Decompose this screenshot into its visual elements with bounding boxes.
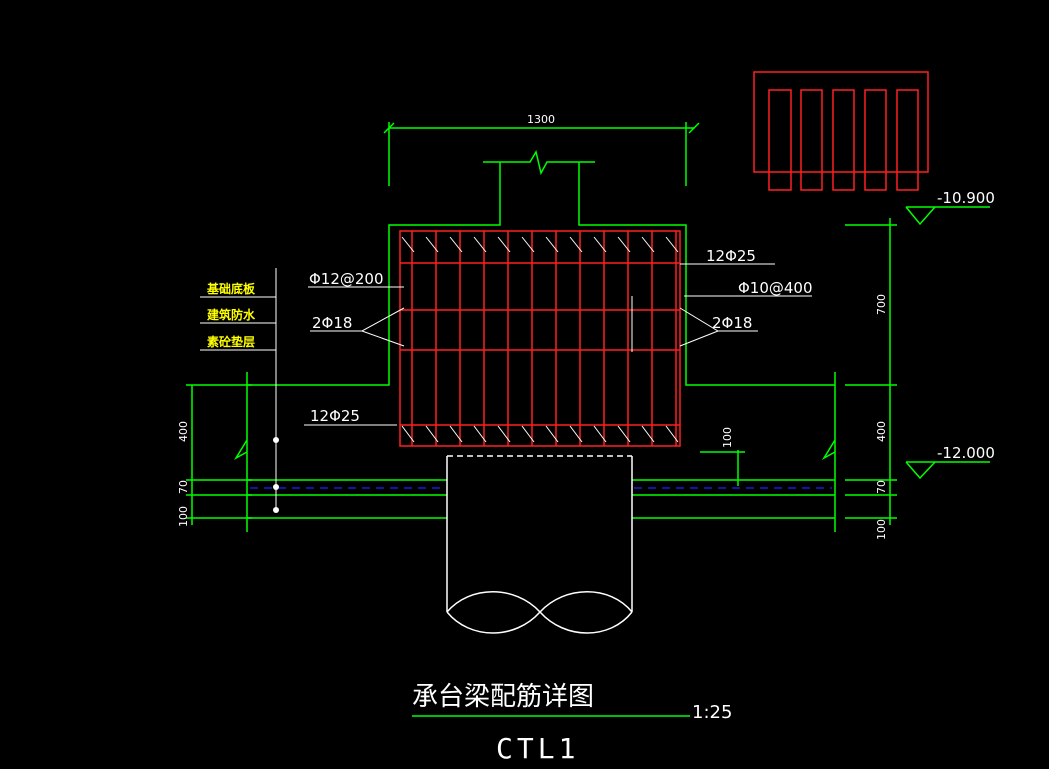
- drawing-code: CTL1: [496, 732, 579, 765]
- hook-tick: [617, 236, 631, 253]
- hook-tick: [593, 425, 607, 443]
- stirrup-hooks: [401, 236, 679, 443]
- hook-tick: [449, 236, 463, 253]
- hook-tick: [425, 236, 439, 253]
- dim-70-right: 70: [875, 480, 888, 494]
- hook-tick: [425, 425, 439, 443]
- drawing-scale: 1:25: [692, 702, 732, 723]
- hook-tick: [545, 236, 559, 253]
- layer-1-label: 基础底板: [206, 281, 256, 296]
- hook-tick: [521, 236, 535, 253]
- hook-tick: [545, 425, 559, 443]
- hook-tick: [497, 425, 511, 443]
- elevation-bottom: -12.000: [937, 444, 995, 462]
- hook-tick: [449, 425, 463, 443]
- hook-tick: [401, 236, 415, 253]
- side-bars-left-label: 2Φ18: [312, 314, 352, 332]
- dim-70-left: 70: [177, 480, 190, 494]
- hook-tick: [641, 236, 655, 253]
- hook-tick: [497, 236, 511, 253]
- dim-100-right: 100: [875, 519, 888, 540]
- width-dimension: 1300: [527, 113, 555, 126]
- dim-400-right: 400: [875, 421, 888, 442]
- hook-tick: [569, 236, 583, 253]
- section-view: [753, 71, 929, 191]
- elevation-top: -10.900: [937, 189, 995, 207]
- hook-tick: [521, 425, 535, 443]
- layer-leader-dots: [273, 437, 279, 513]
- dim-100-left: 100: [177, 506, 190, 527]
- layer-2-label: 建筑防水: [206, 307, 256, 322]
- dim-700: 700: [875, 294, 888, 315]
- stirrups-label: Φ12@200: [309, 270, 384, 288]
- tie-bars-label: Φ10@400: [738, 279, 813, 297]
- dim-pile-embed: 100: [721, 427, 734, 448]
- hook-tick: [473, 236, 487, 253]
- drawing-title: 承台梁配筋详图: [412, 682, 594, 712]
- bottom-bars-label: 12Φ25: [310, 407, 360, 425]
- layer-3-label: 素砼垫层: [207, 334, 255, 349]
- concrete-outline: [186, 122, 990, 532]
- hook-tick: [593, 236, 607, 253]
- hook-tick: [665, 425, 679, 443]
- leader-lines: [200, 263, 812, 510]
- hook-tick: [641, 425, 655, 443]
- top-bars-label: 12Φ25: [706, 247, 756, 265]
- hook-tick: [617, 425, 631, 443]
- reinforcement-cage: [399, 230, 681, 447]
- pile: [446, 455, 633, 634]
- side-bars-right-label: 2Φ18: [712, 314, 752, 332]
- hook-tick: [569, 425, 583, 443]
- hook-tick: [473, 425, 487, 443]
- hook-tick: [401, 425, 415, 443]
- hook-tick: [665, 236, 679, 253]
- dim-400-left: 400: [177, 421, 190, 442]
